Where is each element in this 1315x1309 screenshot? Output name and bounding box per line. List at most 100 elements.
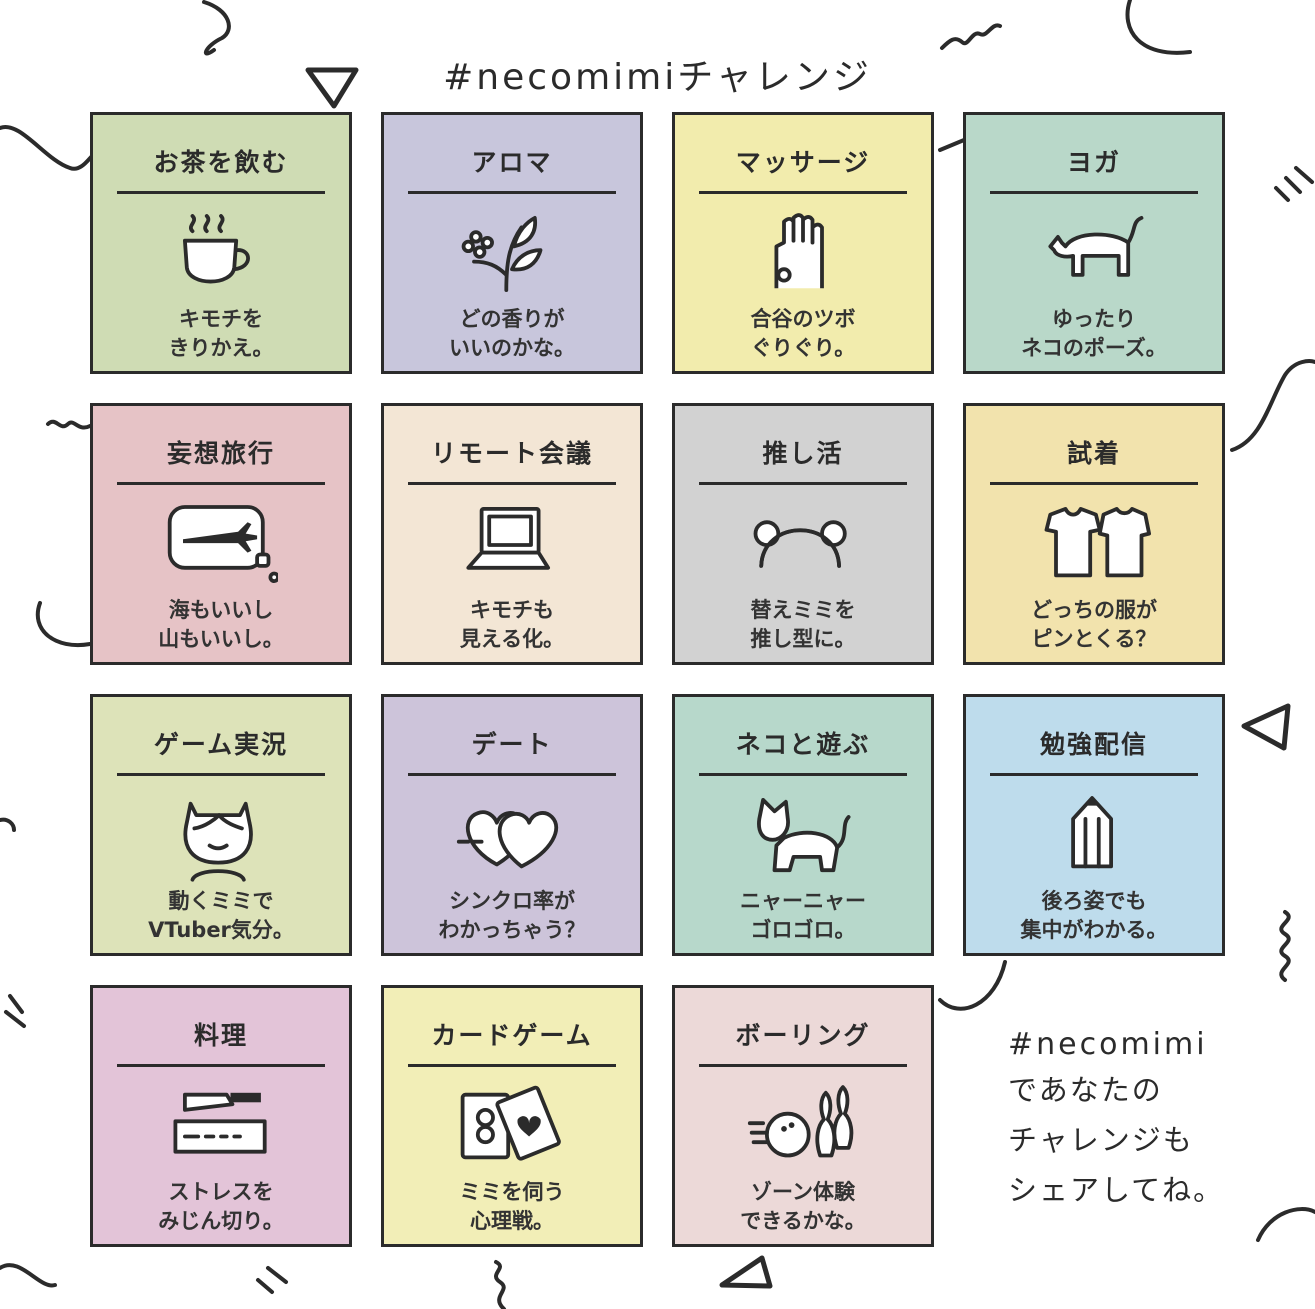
card-caption: 海もいいし山もいいし。 xyxy=(93,596,349,654)
card-divider xyxy=(699,773,907,776)
card-divider xyxy=(117,482,325,485)
card-divider xyxy=(990,191,1198,194)
dash-left-1 xyxy=(8,994,24,1014)
card-caption-line: みじん切り。 xyxy=(158,1209,284,1233)
share-message: #necomimi であなたの チャレンジも シェアしてね。 xyxy=(1008,1025,1248,1215)
arc-bottom-mid xyxy=(938,960,1007,1011)
line-topright xyxy=(938,138,966,152)
card-divider xyxy=(990,773,1198,776)
card-caption-line: 海もいいし xyxy=(168,598,274,622)
challenge-card: 試着どっちの服がピンとくる？ xyxy=(963,403,1225,665)
challenge-card: デートシンクロ率がわかっちゃう？ xyxy=(381,694,643,956)
card-title: 妄想旅行 xyxy=(166,439,275,468)
challenge-card: 妄想旅行海もいいし山もいいし。 xyxy=(90,403,352,665)
card-title: ゲーム実況 xyxy=(153,730,289,759)
card-caption-line: ネコのポーズ。 xyxy=(1021,336,1167,360)
card-caption-line: 後ろ姿でも xyxy=(1041,889,1147,913)
hand-icon xyxy=(746,207,860,301)
page-title: #necomimiチャレンジ xyxy=(443,57,872,98)
card-title: お茶を飲む xyxy=(153,148,289,177)
triangle-bottom xyxy=(719,1255,773,1289)
challenge-card: 勉強配信後ろ姿でも集中がわかる。 xyxy=(963,694,1225,956)
card-caption-line: ニャーニャー xyxy=(740,889,866,913)
pencil-icon xyxy=(1037,789,1151,883)
wave-bottom-left xyxy=(0,1263,57,1288)
challenge-card: アロマどの香りがいいのかな。 xyxy=(381,112,643,374)
bowling-icon xyxy=(746,1080,860,1174)
card-caption-line: できるかな。 xyxy=(740,1209,866,1233)
card-divider xyxy=(117,191,325,194)
card-caption: ゆったりネコのポーズ。 xyxy=(966,305,1222,363)
laptop-icon xyxy=(455,498,569,592)
cards-icon xyxy=(455,1080,569,1174)
squiggle-top-left xyxy=(202,0,231,56)
share-line-1: であなたの xyxy=(1008,1073,1163,1107)
share-line-2: チャレンジも xyxy=(1008,1123,1194,1157)
card-caption-line: わかっちゃう？ xyxy=(438,918,586,942)
cat-icon xyxy=(746,789,860,883)
dash-left-2 xyxy=(4,1010,26,1028)
cat-pose-icon xyxy=(1037,207,1151,301)
card-caption-line: いいのかな。 xyxy=(449,336,575,360)
card-divider xyxy=(408,482,616,485)
card-caption-line: 心理戦。 xyxy=(470,1209,554,1233)
card-caption: 合谷のツボぐりぐり。 xyxy=(675,305,931,363)
zigzag-top xyxy=(940,23,1002,50)
card-divider xyxy=(408,191,616,194)
triangle-top xyxy=(305,67,359,109)
challenge-card: ヨガゆったりネコのポーズ。 xyxy=(963,112,1225,374)
triangle-right xyxy=(1241,703,1291,751)
challenge-card: ネコと遊ぶニャーニャーゴロゴロ。 xyxy=(672,694,934,956)
card-caption-line: VTuber気分。 xyxy=(148,918,294,942)
card-title: 勉強配信 xyxy=(1039,730,1148,759)
card-caption: 替えミミを推し型に。 xyxy=(675,596,931,654)
card-caption-line: 動くミミで xyxy=(168,889,274,913)
card-caption-line: どの香りが xyxy=(459,307,565,331)
challenge-card: リモート会議キモチも見える化。 xyxy=(381,403,643,665)
zigzag-left xyxy=(46,419,92,430)
card-caption-line: キモチも xyxy=(470,598,554,622)
card-caption: ミミを伺う心理戦。 xyxy=(384,1178,640,1236)
card-caption-line: ピンとくる？ xyxy=(1031,627,1157,651)
share-hashtag: #necomimi xyxy=(1008,1027,1208,1062)
challenge-card: 料理ストレスをみじん切り。 xyxy=(90,985,352,1247)
card-divider xyxy=(117,1064,325,1067)
arc-bottom-right xyxy=(1256,1207,1315,1242)
card-caption: シンクロ率がわかっちゃう？ xyxy=(384,887,640,945)
dash-right-1 xyxy=(1274,186,1290,202)
card-divider xyxy=(408,773,616,776)
card-title: 推し活 xyxy=(762,439,844,468)
card-caption-line: ゾーン体験 xyxy=(751,1180,855,1204)
arc-right xyxy=(1230,359,1315,452)
card-caption-line: シンクロ率が xyxy=(449,889,575,913)
dash-right-2 xyxy=(1284,176,1302,194)
card-caption-line: 山もいいし。 xyxy=(158,627,284,651)
card-title: デート xyxy=(471,730,553,759)
card-caption: キモチをきりかえ。 xyxy=(93,305,349,363)
card-title: ボーリング xyxy=(735,1021,871,1050)
arc-left xyxy=(36,601,92,648)
girl-icon xyxy=(164,789,278,883)
headband-icon xyxy=(746,498,860,592)
card-caption: どの香りがいいのかな。 xyxy=(384,305,640,363)
card-caption-line: 合谷のツボ xyxy=(750,307,856,331)
dash-bottom-1 xyxy=(256,1278,274,1294)
card-caption-line: ゆったり xyxy=(1052,307,1136,331)
card-divider xyxy=(117,773,325,776)
wave-left-low xyxy=(0,817,16,832)
airplane-icon xyxy=(164,498,280,592)
dash-bottom-2 xyxy=(266,1266,288,1284)
card-caption-line: 集中がわかる。 xyxy=(1020,918,1168,942)
card-caption-line: ミミを伺う xyxy=(459,1180,565,1204)
card-caption-line: 替えミミを xyxy=(750,598,856,622)
card-title: リモート会議 xyxy=(430,439,593,468)
card-title: アロマ xyxy=(471,148,553,177)
knife-icon xyxy=(164,1080,278,1174)
card-caption-line: どっちの服が xyxy=(1031,598,1157,622)
card-caption: ゾーン体験できるかな。 xyxy=(675,1178,931,1236)
card-title: 試着 xyxy=(1066,439,1121,468)
herb-icon xyxy=(455,207,569,301)
card-title: ネコと遊ぶ xyxy=(735,730,871,759)
card-caption-line: 見える化。 xyxy=(459,627,565,651)
card-title: 料理 xyxy=(193,1021,248,1050)
